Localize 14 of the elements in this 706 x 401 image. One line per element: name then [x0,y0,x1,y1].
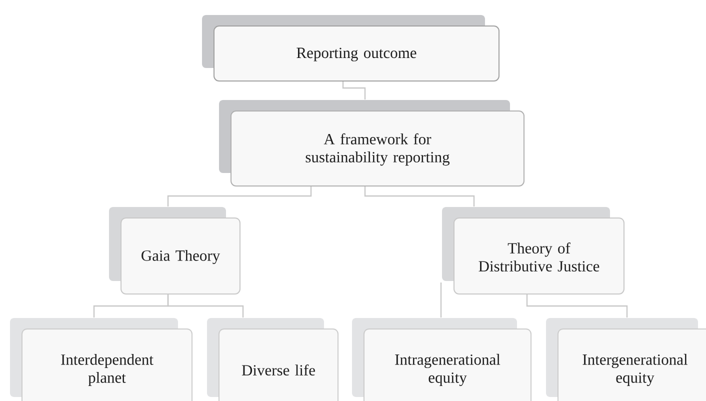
process-box: Gaia Theory [109,207,240,294]
connector-line [526,294,628,318]
process-box: Theory of Distributive Justice [442,207,624,294]
connector-line [440,282,442,318]
process-box: Intergenerational equity [546,318,706,401]
process-box: Intragenerational equity [352,318,532,401]
process-box: A framework for sustainability reporting [219,100,524,186]
connector-line [364,186,475,206]
connector-line [167,294,244,318]
process-box: Interdependent planet [10,318,192,401]
connector-line [342,82,366,100]
connector-line [167,186,312,206]
process-box: Diverse life [207,318,338,401]
process-box: Reporting outcome [202,15,500,82]
